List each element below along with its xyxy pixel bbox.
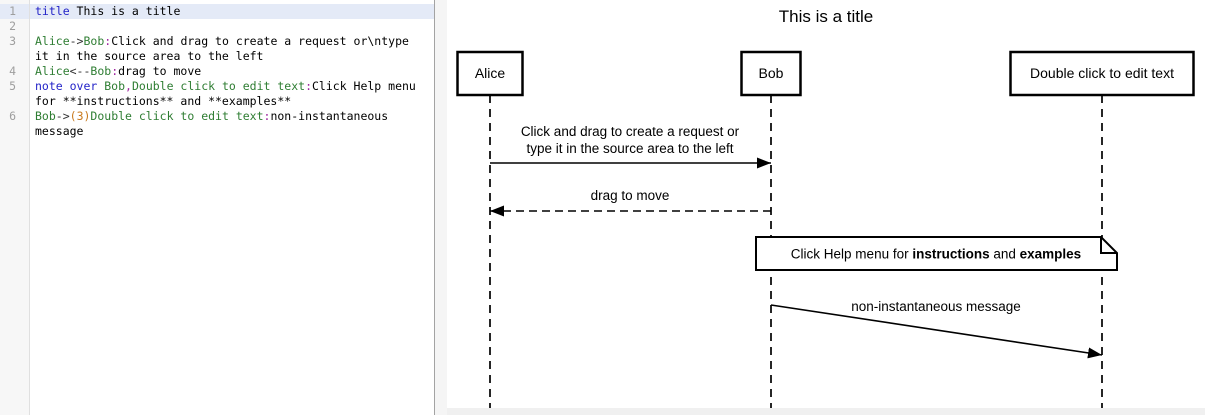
sequence-diagram: This is a title Alice Bob Double click t… [456, 7, 1195, 408]
line-number: 6 [9, 109, 16, 123]
message-3-label: non-instantaneous message [851, 299, 1021, 314]
code-token: Alice [35, 34, 70, 48]
participant-alice[interactable]: Alice [456, 50, 524, 97]
code-line[interactable]: note over Bob,Double click to edit text:… [30, 79, 434, 94]
message-2[interactable]: drag to move [490, 188, 771, 217]
code-token: Double click to edit text [131, 79, 306, 93]
code-token: (3) [69, 109, 91, 123]
code-token: , [125, 79, 132, 93]
participant-double-click-label: Double click to edit text [1030, 65, 1174, 81]
line-number: 4 [9, 64, 16, 78]
code-token: : [104, 34, 112, 48]
code-token: : [111, 64, 119, 78]
line-number: 1 [0, 4, 29, 19]
line-number [0, 124, 29, 139]
code-token: -> [55, 109, 70, 123]
line-number [0, 49, 29, 64]
line-number [0, 94, 29, 109]
code-token: : [305, 79, 312, 93]
code-line[interactable]: Alice->Bob:Click and drag to create a re… [30, 34, 434, 49]
code-token: Click and drag to create a request or\nt… [111, 34, 409, 48]
code-token: This is a title [69, 4, 181, 18]
diagram-pane: This is a title Alice Bob Double click t… [447, 0, 1205, 415]
code-token: Bob [35, 109, 56, 123]
code-line[interactable]: Alice<--Bob:drag to move [30, 64, 434, 79]
line-number: 2 [9, 19, 16, 33]
line-number: 5 [9, 79, 16, 93]
message-1[interactable]: Click and drag to create a request or ty… [490, 124, 771, 169]
code-line[interactable]: Bob->(3)Double click to edit text:non-in… [30, 109, 434, 124]
code-line[interactable]: message [30, 124, 434, 139]
participant-bob-label: Bob [759, 65, 784, 81]
code-token: Alice [35, 64, 70, 78]
note-fold-icon [1100, 237, 1117, 254]
participant-bob[interactable]: Bob [740, 50, 802, 97]
note[interactable]: Click Help menu for instructions and exa… [755, 236, 1118, 271]
code-token: Double click to edit text [90, 109, 264, 123]
code-line[interactable] [30, 19, 434, 34]
participant-double-click[interactable]: Double click to edit text [1009, 50, 1195, 97]
diagram-canvas[interactable]: This is a title Alice Bob Double click t… [447, 0, 1205, 408]
code-token: Click Help menu [312, 79, 416, 93]
code-token: for **instructions** and **examples** [35, 94, 292, 108]
pane-splitter[interactable] [434, 0, 447, 415]
participant-alice-label: Alice [475, 65, 506, 81]
message-3[interactable]: non-instantaneous message [770, 299, 1103, 359]
message-1-label-line-1: Click and drag to create a request or [521, 124, 740, 139]
note-body [755, 236, 1118, 271]
code-token: non-instantaneous [270, 109, 389, 123]
code-token: message [35, 124, 84, 138]
code-token: drag to move [118, 64, 202, 78]
diagram-title[interactable]: This is a title [779, 7, 873, 26]
code-token: -> [69, 34, 84, 48]
line-number: 3 [9, 34, 16, 48]
code-token: : [263, 109, 271, 123]
message-2-label: drag to move [591, 188, 670, 203]
code-line[interactable]: title This is a title [30, 4, 434, 19]
note-text: Click Help menu for instructions and exa… [791, 247, 1081, 262]
code-token: it in the source area to the left [35, 49, 264, 63]
code-token: Bob [90, 64, 112, 78]
code-token: title [35, 4, 70, 18]
code-token: Bob [104, 79, 126, 93]
code-token: <-- [69, 64, 91, 78]
code-token: note over [35, 79, 105, 93]
message-3-arrow [770, 304, 1103, 359]
code-line[interactable]: it in the source area to the left [30, 49, 434, 64]
code-token: Bob [83, 34, 105, 48]
code-line[interactable]: for **instructions** and **examples** [30, 94, 434, 109]
message-1-label-line-2: type it in the source area to the left [526, 141, 733, 156]
